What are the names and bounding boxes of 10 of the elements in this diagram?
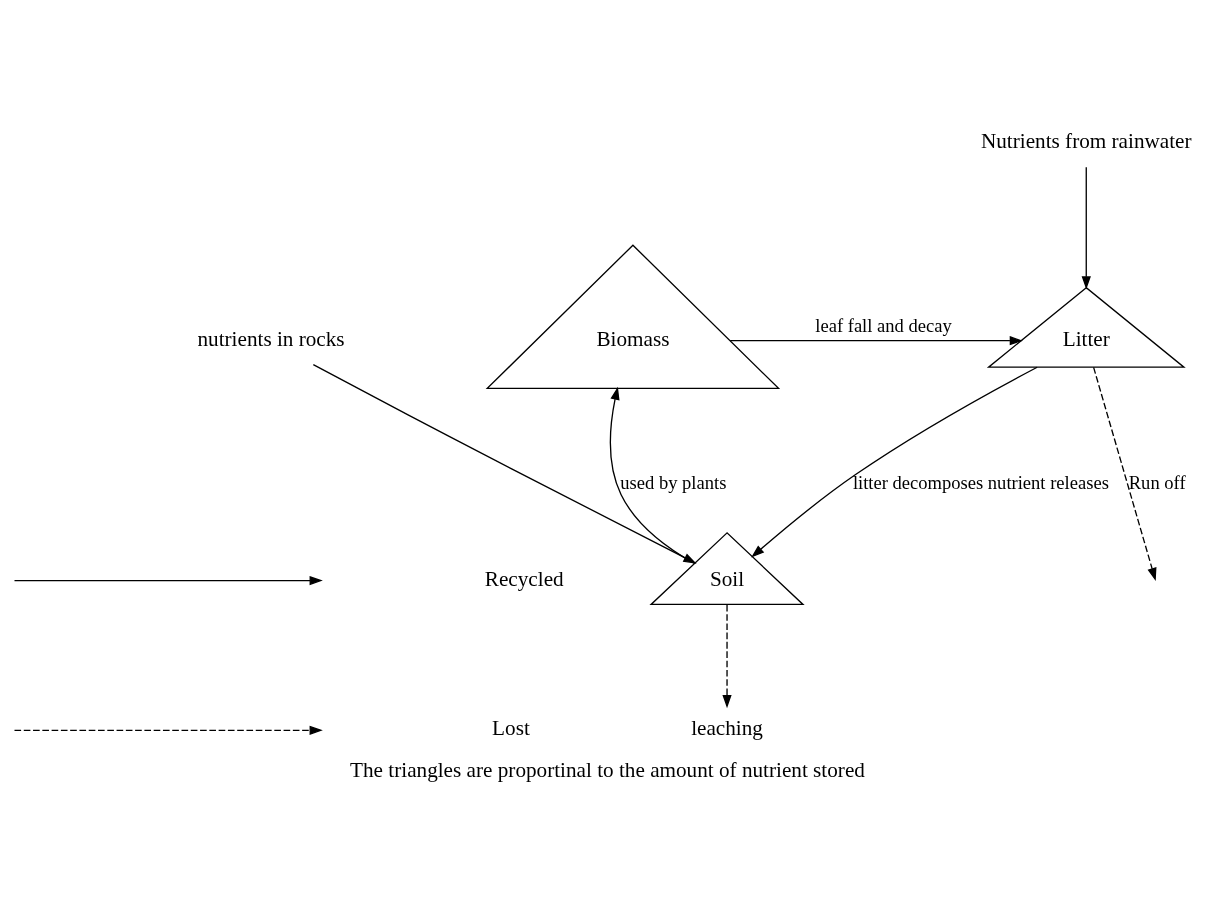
edge-label: litter decomposes nutrient releases [852, 472, 1109, 494]
legend-label: Recycled [484, 566, 564, 591]
edge-label: Run off [1128, 472, 1186, 494]
caption: The triangles are proportinal to the amount of nutrient stored [350, 757, 865, 782]
edge-label: leaf fall and decay [815, 314, 952, 336]
node-text: Nutrients from rainwater [980, 129, 1192, 154]
node-text: leaching [691, 716, 763, 741]
node-text: nutrients in rocks [197, 326, 345, 351]
legend-label: Lost [492, 716, 530, 741]
edge-label: used by plants [620, 472, 727, 494]
